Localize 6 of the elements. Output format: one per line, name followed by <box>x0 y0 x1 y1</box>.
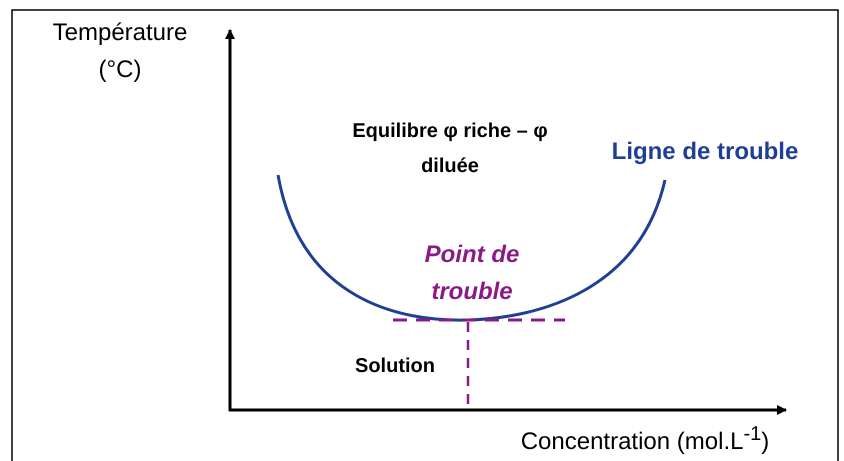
axis-title: Concentration (mol.L$^{-1}$) <box>520 422 770 457</box>
curve-label: Ligne de trouble <box>610 138 800 167</box>
point-label: Point de trouble <box>424 240 520 308</box>
axis-title: Température (°C) <box>52 18 188 86</box>
region-label: Solution <box>354 354 436 378</box>
region-label: Equilibre φ riche – φ diluée <box>351 119 549 179</box>
